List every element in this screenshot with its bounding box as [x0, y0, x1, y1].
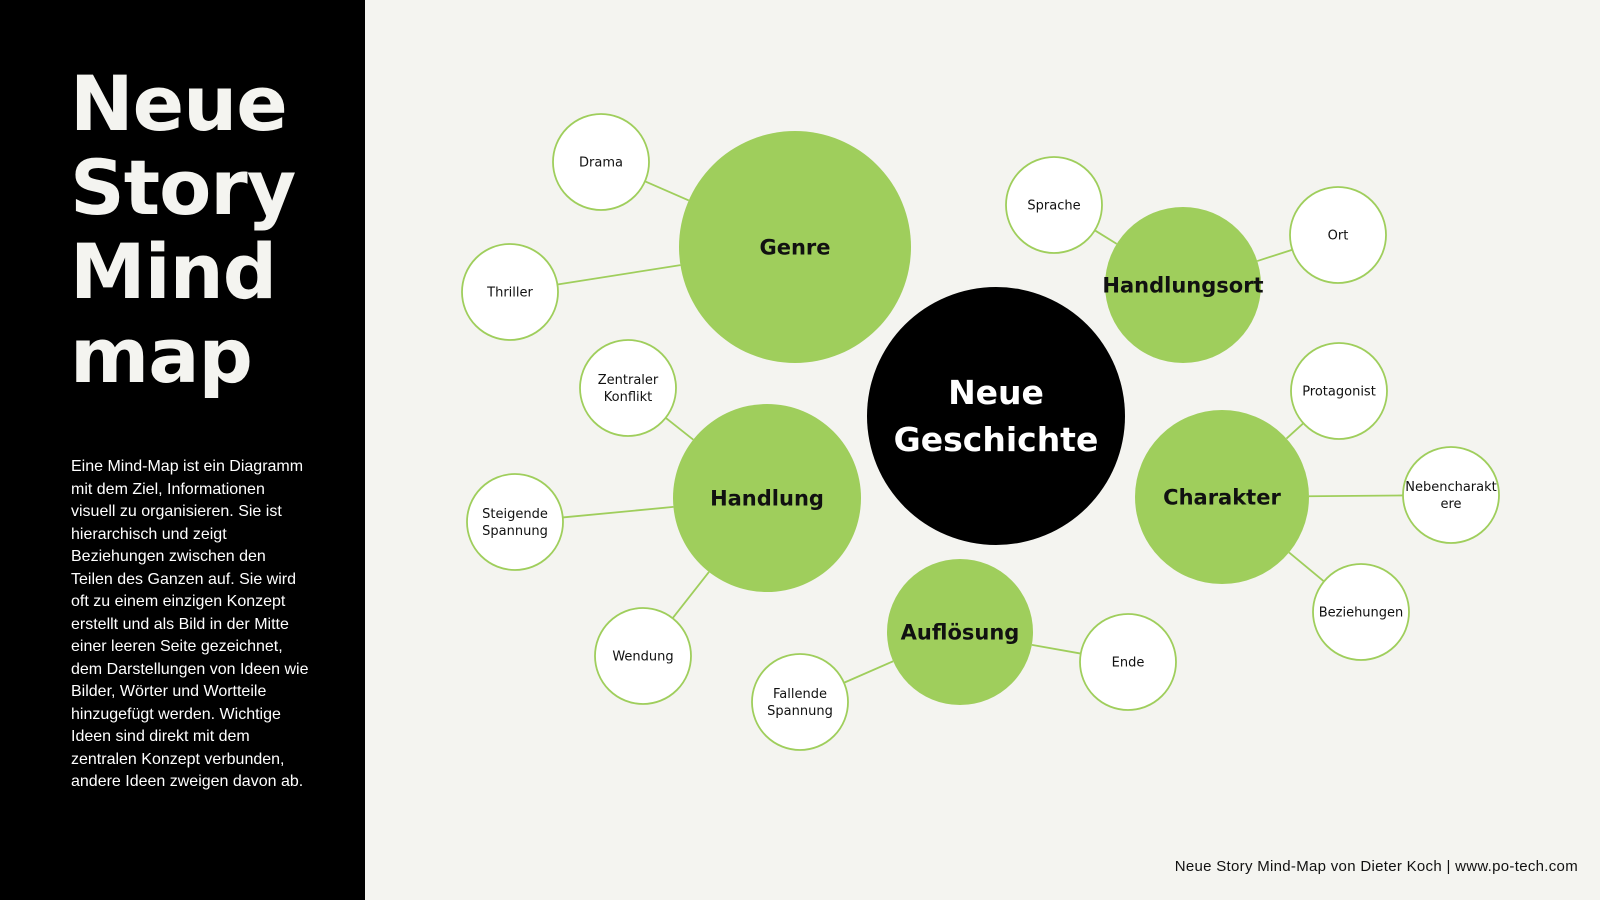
branch-node-genre: Genre	[679, 131, 911, 363]
leaf-node: Protagonist	[1290, 342, 1388, 440]
branch-node-circle	[1105, 207, 1261, 363]
connector-line	[557, 264, 681, 286]
description-text: Eine Mind-Map ist ein Diagramm mit dem Z…	[71, 458, 309, 790]
leaf-node-circle	[1079, 613, 1177, 711]
leaf-node: Sprache	[1005, 156, 1103, 254]
branch-node-charakter: Charakter	[1135, 410, 1309, 584]
connector-line	[1256, 248, 1293, 262]
leaf-node-circle	[552, 113, 650, 211]
leaf-node: Wendung	[594, 607, 692, 705]
center-node-circle	[867, 287, 1125, 545]
title-line: Neue	[70, 59, 288, 148]
leaf-node-circle	[1289, 186, 1387, 284]
title-line: Story	[70, 143, 296, 232]
connector-line	[1285, 422, 1305, 440]
branch-node-label: Handlung	[710, 486, 824, 510]
leaf-node-label: Sprache	[1027, 199, 1080, 214]
connector-line	[1308, 494, 1404, 498]
leaf-node-label: Beziehungen	[1319, 606, 1404, 621]
connector-line	[1031, 643, 1081, 655]
leaf-node-circle	[1312, 563, 1410, 661]
leaf-node: Beziehungen	[1312, 563, 1410, 661]
leaf-node: Drama	[552, 113, 650, 211]
leaf-node-label: Drama	[579, 156, 623, 171]
title-line: Mind	[70, 227, 277, 316]
branch-node-circle	[673, 404, 861, 592]
branch-node-circle	[1135, 410, 1309, 584]
leaf-node: Ende	[1079, 613, 1177, 711]
leaf-node-circle	[579, 339, 677, 437]
leaf-node-circle	[461, 243, 559, 341]
leaf-node-label: Ende	[1112, 656, 1145, 671]
connector-line	[671, 571, 710, 619]
branch-node-label: Auflösung	[901, 620, 1020, 644]
leaf-node-label: Wendung	[612, 650, 673, 665]
footer-credit: Neue Story Mind-Map von Dieter Koch | ww…	[1174, 858, 1578, 875]
branch-node-label: Charakter	[1163, 485, 1281, 509]
connector-line	[562, 506, 674, 519]
leaf-node-circle	[1005, 156, 1103, 254]
branch-node-handlung: Handlung	[673, 404, 861, 592]
branch-node-label: Handlungsort	[1102, 273, 1263, 297]
branch-node-handlungsort: Handlungsort	[1102, 207, 1264, 363]
leaf-node: Thriller	[461, 243, 559, 341]
branch-node-label: Genre	[759, 235, 830, 259]
leaf-node-circle	[594, 607, 692, 705]
connector-line	[1288, 551, 1325, 583]
title-line: map	[70, 311, 253, 400]
leaf-node-label: Protagonist	[1302, 385, 1376, 400]
connector-line	[644, 180, 690, 202]
leaf-node-circle	[466, 473, 564, 571]
page-title: Neue Story Mind map	[70, 59, 296, 400]
connector-line	[665, 417, 694, 441]
connector-line	[1094, 229, 1118, 245]
connector-line	[843, 660, 894, 684]
leaf-node: Ort	[1289, 186, 1387, 284]
branch-node-circle	[887, 559, 1033, 705]
leaf-node-label: Ort	[1328, 229, 1349, 244]
leaf-node-circle	[751, 653, 849, 751]
sidebar: Neue Story Mind map Eine Mind-Map ist ei…	[0, 0, 365, 900]
leaf-node-circle	[1402, 446, 1500, 544]
leaf-node-label: Thriller	[486, 286, 533, 301]
branch-node-aufloesung: Auflösung	[887, 559, 1033, 705]
leaf-node-circle	[1290, 342, 1388, 440]
branch-node-circle	[679, 131, 911, 363]
